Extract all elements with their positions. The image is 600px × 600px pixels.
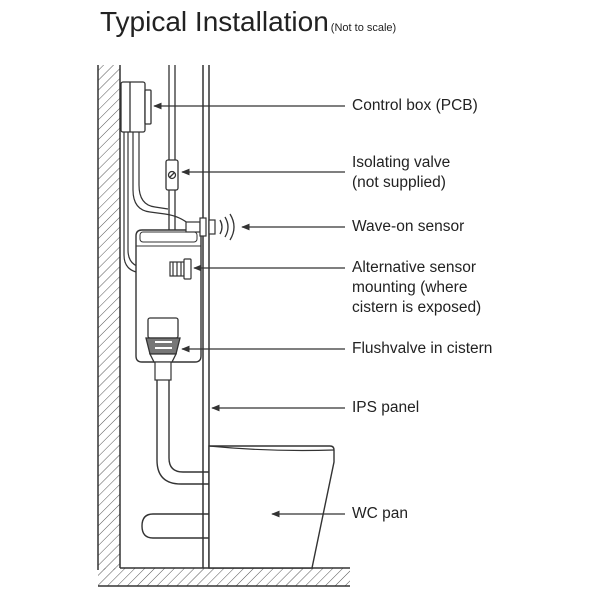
title-text: Typical Installation <box>100 6 329 37</box>
sensor-wave-icon <box>219 213 235 241</box>
label-wave-on-sensor: Wave-on sensor <box>352 218 465 235</box>
subtitle-text: (Not to scale) <box>330 22 397 34</box>
label-alternative-sensor: Alternative sensor mounting (where ciste… <box>352 259 482 316</box>
label-ips-panel: IPS panel <box>352 399 420 416</box>
label-wc-pan: WC pan <box>352 505 408 522</box>
flushvalve <box>145 317 181 363</box>
waste-pipe <box>141 513 215 539</box>
label-isolating-valve: Isolating valve (not supplied) <box>352 154 451 191</box>
wc-pan <box>208 445 335 569</box>
ips-panel <box>202 65 210 568</box>
leader-arrows <box>153 102 345 518</box>
isolating-valve <box>165 159 179 191</box>
back-wall <box>97 65 121 570</box>
flush-pipe <box>154 361 240 485</box>
wave-on-sensor <box>185 213 235 241</box>
supply-pipe <box>168 65 176 232</box>
control-box <box>120 81 152 133</box>
label-flushvalve: Flushvalve in cistern <box>352 340 493 357</box>
page-title: Typical Installation(Not to scale) <box>100 6 396 38</box>
floor <box>98 567 350 587</box>
alternative-sensor <box>169 258 192 280</box>
label-control-box: Control box (PCB) <box>352 97 478 114</box>
